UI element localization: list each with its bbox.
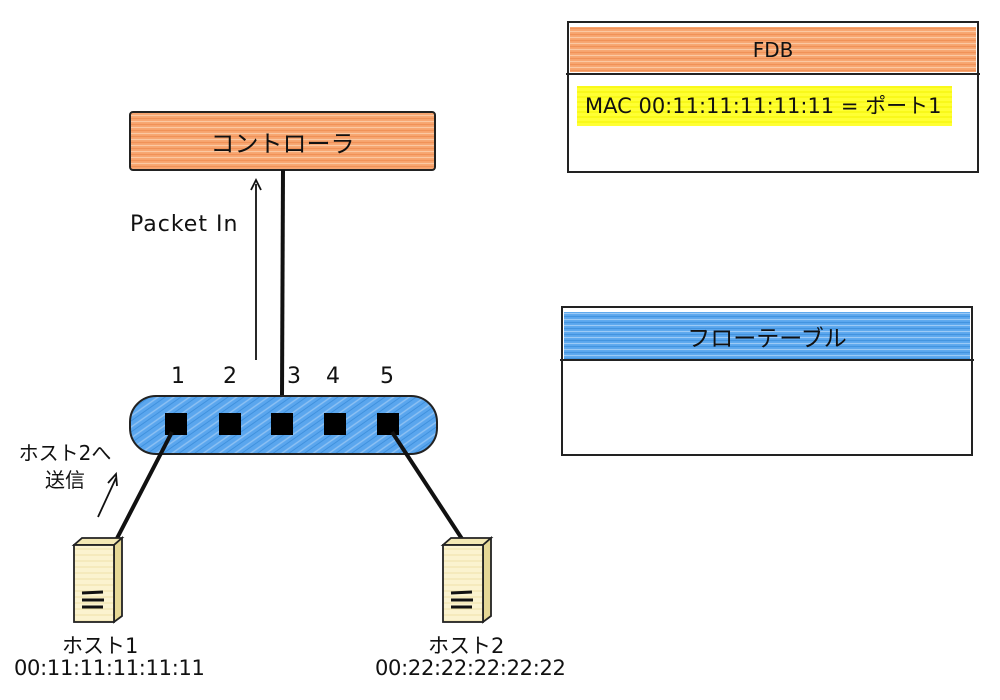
packet-in-label: Packet In xyxy=(130,212,239,237)
send-to-host2-label: ホスト2へ 送信 xyxy=(0,440,130,494)
port-number-2: 2 xyxy=(223,364,237,389)
switch-port-4 xyxy=(324,413,346,435)
host2-cable xyxy=(390,430,470,550)
host2-server-icon xyxy=(440,536,494,624)
host1-cable xyxy=(110,431,174,549)
port-number-3: 3 xyxy=(287,364,301,389)
send-label-line1: ホスト2へ xyxy=(18,441,112,465)
fdb-table xyxy=(566,21,980,173)
host2-mac: 00:22:22:22:22:22 xyxy=(375,656,566,680)
fdb-entry: MAC 00:11:11:11:11:11 = ポート1 xyxy=(585,94,942,118)
switch-port-1 xyxy=(165,413,187,435)
port-number-1: 1 xyxy=(171,364,185,389)
flow-table xyxy=(560,306,974,456)
flow-table-title: フローテーブル xyxy=(687,326,847,352)
packet-in-arrow xyxy=(250,177,262,360)
host1-name: ホスト1 xyxy=(62,634,139,658)
host1-server-icon xyxy=(71,536,125,624)
port-number-5: 5 xyxy=(380,364,394,389)
send-arrow xyxy=(97,471,118,518)
port-number-4: 4 xyxy=(326,364,340,389)
switch-port-3 xyxy=(271,413,293,435)
switch-port-2 xyxy=(219,413,241,435)
send-label-line2: 送信 xyxy=(45,468,85,492)
controller-switch-link xyxy=(280,169,285,397)
host1-mac: 00:11:11:11:11:11 xyxy=(14,656,205,680)
switch-port-5 xyxy=(377,413,399,435)
host2-name: ホスト2 xyxy=(428,634,505,658)
controller-label: コントローラ xyxy=(210,129,355,158)
fdb-title: FDB xyxy=(752,37,794,62)
